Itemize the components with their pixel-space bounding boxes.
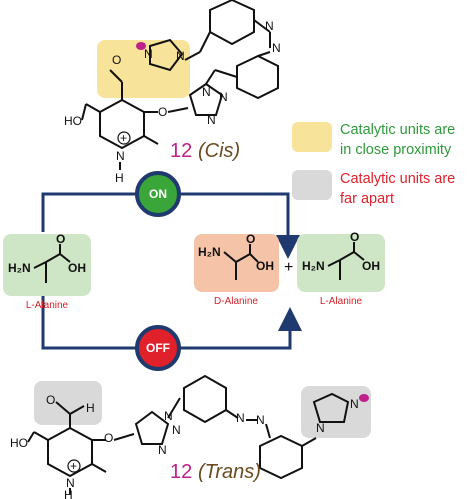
l-alanine-right-label: L-Alanine (320, 296, 363, 307)
svg-text:O: O (246, 232, 255, 246)
svg-text:O: O (46, 393, 55, 407)
svg-text:HO: HO (64, 114, 82, 128)
cis-proximity-highlight (97, 40, 190, 98)
svg-text:O: O (56, 232, 65, 246)
trans-aldehyde-highlight (34, 381, 102, 425)
svg-text:O: O (350, 230, 359, 244)
svg-text:H: H (86, 401, 95, 415)
off-switch: OFF (135, 325, 181, 371)
plus-sign: + (284, 259, 293, 276)
cis-label: (Cis) (198, 140, 240, 162)
on-switch: ON (135, 171, 181, 217)
svg-text:N: N (66, 476, 75, 490)
cis-pink-dot (136, 42, 146, 50)
svg-text:N: N (272, 41, 281, 55)
svg-text:H: H (115, 171, 124, 185)
l-alanine-left: H₂N O OH (3, 232, 91, 296)
trans-label: (Trans) (198, 461, 261, 483)
svg-text:O: O (104, 431, 113, 445)
trans-number: 12 (170, 461, 192, 483)
cis-number: 12 (170, 140, 192, 162)
svg-text:H: H (64, 488, 73, 499)
svg-text:N: N (219, 90, 228, 104)
svg-text:N: N (176, 49, 185, 63)
d-alanine: H₂N O OH (194, 232, 279, 292)
l-alanine-left-label: L-Alanine (26, 300, 69, 311)
legend-apart-line1: Catalytic units are (340, 171, 455, 187)
svg-text:N: N (158, 443, 167, 457)
l-alanine-right: H₂N O OH (297, 230, 385, 292)
svg-text:OH: OH (362, 259, 380, 273)
svg-text:+: + (120, 131, 127, 145)
svg-text:ON: ON (149, 187, 167, 201)
svg-text:N: N (236, 411, 245, 425)
svg-text:O: O (158, 105, 167, 119)
svg-text:OH: OH (256, 259, 274, 273)
svg-text:N: N (265, 19, 274, 33)
legend-apart-line2: far apart (340, 191, 394, 207)
svg-text:+: + (70, 459, 77, 473)
legend-apart-swatch (292, 170, 332, 200)
cis-molecule: N N N N N N N O O HO N + H (64, 0, 281, 185)
svg-text:OH: OH (68, 261, 86, 275)
legend-proximity-line1: Catalytic units are (340, 122, 455, 138)
svg-text:N: N (256, 413, 265, 427)
trans-pink-dot (359, 394, 369, 402)
trans-molecule: O H HO O N + H N N N N N N (10, 374, 371, 499)
legend-proximity-swatch (292, 122, 332, 152)
svg-text:N: N (144, 47, 153, 61)
svg-text:OFF: OFF (146, 341, 170, 355)
svg-text:N: N (350, 397, 359, 411)
svg-text:HO: HO (10, 436, 28, 450)
trans-imidazolium-highlight (301, 386, 371, 438)
svg-text:H₂N: H₂N (198, 245, 221, 259)
svg-text:N: N (207, 113, 216, 127)
svg-text:N: N (202, 85, 211, 99)
svg-text:N: N (316, 421, 325, 435)
d-alanine-label: D-Alanine (214, 296, 258, 307)
svg-text:O: O (112, 53, 121, 67)
svg-text:N: N (172, 423, 181, 437)
svg-text:N: N (116, 149, 125, 163)
svg-text:H₂N: H₂N (302, 259, 325, 273)
svg-text:H₂N: H₂N (8, 261, 31, 275)
legend-proximity-line2: in close proximity (340, 142, 452, 158)
